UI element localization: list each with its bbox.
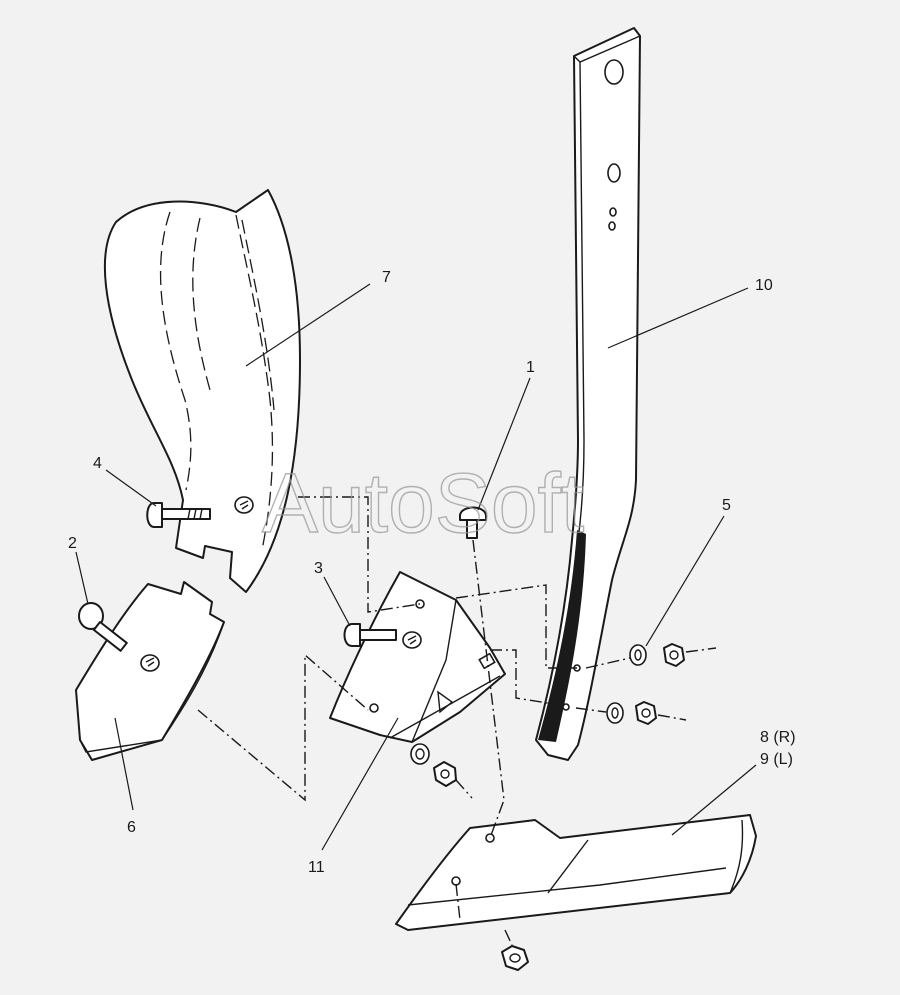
shank-small-hole-b <box>608 221 616 231</box>
label-part-4: 4 <box>93 455 102 472</box>
share-hole-bottom <box>451 876 461 886</box>
label-part-5: 5 <box>722 497 731 514</box>
shank-part-10 <box>535 27 641 761</box>
assembly-center-lines <box>197 496 717 946</box>
bolt-part-2 <box>78 602 160 672</box>
label-part-9: 9 (L) <box>760 751 793 768</box>
share-part-8-9 <box>395 814 757 931</box>
bolt-part-4 <box>146 496 254 528</box>
leader-lines <box>75 283 757 851</box>
label-part-7: 7 <box>382 269 391 286</box>
washer-nut-part-5-lower <box>606 701 657 725</box>
washer-nut-part-5-upper <box>629 643 685 667</box>
label-part-3: 3 <box>314 560 323 577</box>
label-part-6: 6 <box>127 819 136 836</box>
holder-hole-bottom <box>369 703 379 713</box>
shank-top-hole <box>604 59 624 85</box>
label-part-11: 11 <box>308 859 325 876</box>
nut-share <box>501 945 529 971</box>
shank-small-hole-a <box>609 207 617 217</box>
shank-hardfacing-strip <box>538 530 586 742</box>
mouldboard-part-7 <box>103 189 301 593</box>
label-part-10: 10 <box>755 277 773 294</box>
shank-bolt-hole-b <box>562 703 570 711</box>
washer-nut-holder <box>410 743 457 787</box>
label-part-1: 1 <box>526 359 535 376</box>
shank-middle-hole <box>607 163 621 183</box>
label-part-8: 8 (R) <box>760 729 796 746</box>
watermark-text: AutoSoft <box>262 456 584 550</box>
callout-labels: 7 10 1 4 5 2 3 8 (R) 9 (L) 6 11 <box>68 269 796 876</box>
point-holder-part-11 <box>329 571 506 743</box>
bolt-part-1 <box>459 506 487 539</box>
label-part-2: 2 <box>68 535 77 552</box>
bolt-part-3 <box>343 623 422 649</box>
